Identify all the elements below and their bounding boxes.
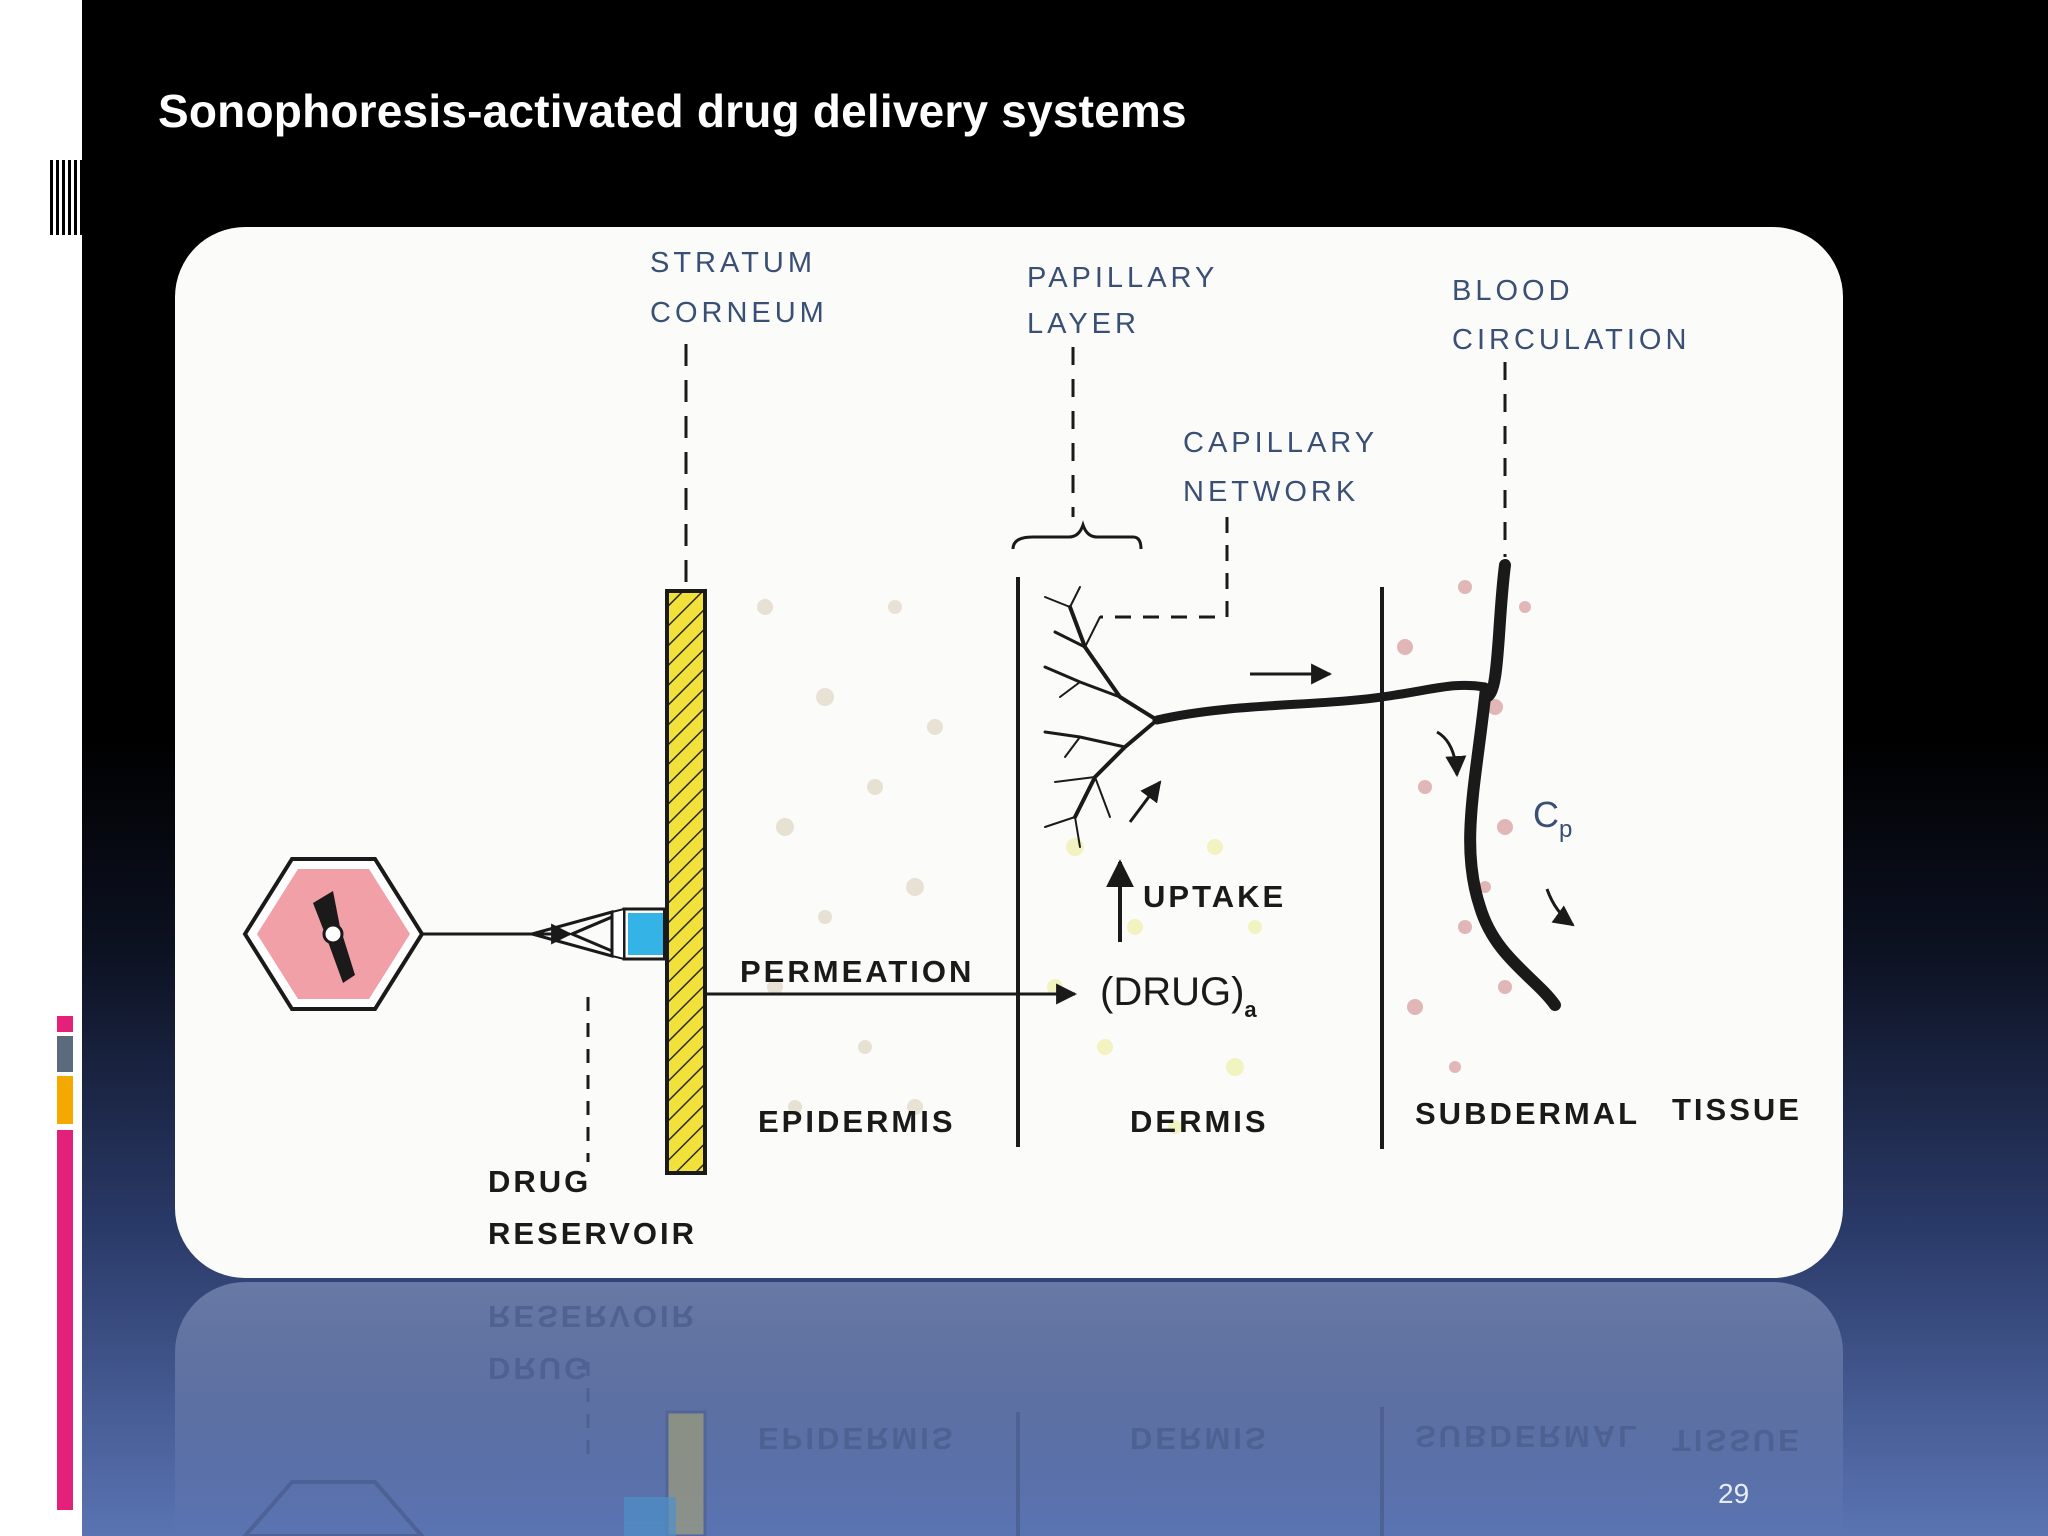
label-uptake: UPTAKE — [1143, 879, 1286, 914]
reflected-tissue: TISSUE — [1672, 1423, 1802, 1458]
label-blood-circulation-2: CIRCULATION — [1452, 324, 1690, 356]
label-epidermis: EPIDERMIS — [758, 1104, 956, 1139]
label-drug-reservoir-2: RESERVOIR — [488, 1216, 697, 1251]
label-subdermal: SUBDERMAL — [1415, 1096, 1640, 1131]
label-drug-a: (DRUG)a — [1100, 970, 1257, 1022]
reflected-dermis: DERMIS — [1130, 1421, 1269, 1456]
capillary-network — [1043, 586, 1490, 848]
reflected-subdermal: SUBDERMAL — [1415, 1419, 1640, 1454]
label-papillary-layer-1: PAPILLARY — [1027, 262, 1218, 294]
label-drug-reservoir-1: DRUG — [488, 1164, 591, 1199]
label-cp: Cp — [1533, 794, 1572, 843]
papillary-bracket — [1011, 520, 1143, 550]
reflected-reservoir-1: DRUG — [488, 1351, 591, 1386]
slide-number: 29 — [1718, 1478, 1750, 1509]
subdermal-dots — [1397, 580, 1531, 1073]
skin-permeation-diagram: STRATUM CORNEUM PAPILLARY LAYER BLOOD CI… — [242, 247, 1802, 1251]
blood-vessel — [1464, 559, 1561, 1011]
label-stratum-corneum-2: CORNEUM — [650, 297, 828, 329]
label-blood-circulation-1: BLOOD — [1452, 275, 1574, 307]
reflected-reservoir-2: RESERVOIR — [488, 1299, 697, 1334]
label-dermis: DERMIS — [1130, 1104, 1269, 1139]
accent-bar-magenta-long — [57, 1130, 73, 1510]
flow-arrow-down-1 — [1436, 730, 1467, 778]
dermis-dots — [1047, 838, 1262, 1134]
label-capillary-network-2: NETWORK — [1183, 476, 1359, 508]
capillary-network-leader — [1100, 517, 1229, 619]
accent-bar-magenta-small — [57, 1016, 73, 1032]
epidermis-dots — [757, 599, 943, 1115]
diagram-panel: STRATUM CORNEUM PAPILLARY LAYER BLOOD CI… — [175, 227, 1843, 1278]
ultrasound-source-icon — [242, 857, 425, 1011]
reflection-art: RESERVOIR DRUG EPIDERMIS DERMIS SUBDERMA… — [242, 1299, 1802, 1536]
label-papillary-layer-2: LAYER — [1027, 308, 1140, 340]
flow-arrow-uptake-diag — [1128, 780, 1162, 823]
label-stratum-corneum-1: STRATUM — [650, 247, 816, 279]
accent-bar-orange — [57, 1076, 73, 1124]
decorative-stripes — [50, 160, 82, 235]
label-permeation: PERMEATION — [740, 954, 974, 989]
reflected-epidermis: EPIDERMIS — [758, 1421, 956, 1456]
label-capillary-network-1: CAPILLARY — [1183, 427, 1378, 459]
accent-bar-slate — [57, 1036, 73, 1072]
flow-arrow-down-2 — [1545, 888, 1575, 927]
slide-title: Sonophoresis-activated drug delivery sys… — [158, 85, 1187, 137]
label-tissue: TISSUE — [1672, 1092, 1802, 1127]
diagram-reflection: RESERVOIR DRUG EPIDERMIS DERMIS SUBDERMA… — [175, 1282, 1843, 1536]
stratum-corneum-bar — [665, 589, 707, 1175]
